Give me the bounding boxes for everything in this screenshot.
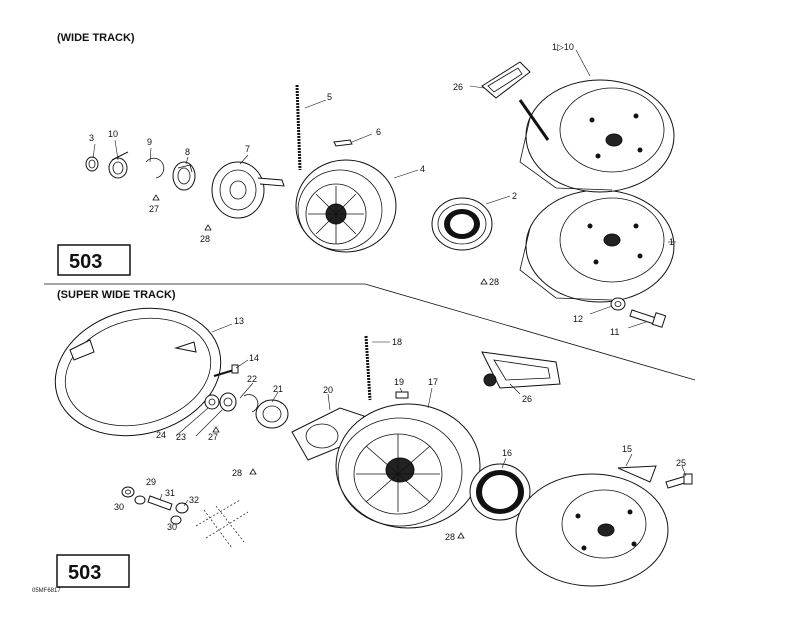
callout-label: 24 — [156, 430, 166, 440]
page-ref-box-bottom: 503 — [56, 554, 130, 588]
callout-label: 3 — [89, 133, 94, 143]
rope-part — [364, 335, 372, 401]
callout-label: 19 — [394, 377, 404, 387]
starter-housing-part — [519, 189, 675, 303]
page-ref-box-top: 503 — [57, 244, 131, 276]
recoil-spring-part — [469, 463, 531, 521]
page-ref-number: 503 — [69, 251, 102, 273]
callout-label: 2 — [512, 191, 517, 201]
callout-label: 28 — [232, 468, 242, 478]
section-title-super-wide-track: (SUPER WIDE TRACK) — [57, 289, 176, 301]
key-part — [395, 391, 409, 399]
starter-handle-part — [481, 351, 561, 389]
callout-label: 28 — [489, 277, 499, 287]
washer-part — [134, 495, 146, 505]
lubricant-drop-icon — [212, 426, 465, 539]
pawl-part — [255, 399, 289, 429]
bolt-part — [665, 473, 693, 489]
starter-housing-part — [515, 465, 669, 587]
spring-clip-part — [219, 392, 237, 412]
callout-label: 30 — [114, 502, 124, 512]
callout-label: 17 — [428, 377, 438, 387]
callout-label: 15 — [622, 444, 632, 454]
c-ring-part — [243, 394, 259, 413]
callout-label: 22 — [247, 374, 257, 384]
callout-label: 5 — [327, 92, 332, 102]
screw-part — [213, 364, 239, 377]
callout-label: 12 — [573, 314, 583, 324]
callout-label: 27 — [149, 204, 159, 214]
callout-label: 32 — [189, 495, 199, 505]
callout-labels-bottom: 13 14 18 22 21 20 19 17 26 24 23 27 28 1… — [114, 316, 686, 542]
callout-label: 23 — [176, 432, 186, 442]
washer-part — [610, 297, 626, 311]
sleeve-part — [147, 495, 173, 511]
key-part — [333, 139, 353, 147]
callout-labels-top: 1▷10 26 5 6 3 10 9 8 7 4 2 1 27 28 28 12… — [89, 42, 674, 337]
callout-label: 28 — [200, 234, 210, 244]
mounting-template-outline — [195, 499, 249, 549]
recoil-spring-part — [431, 197, 493, 251]
callout-label: 18 — [392, 337, 402, 347]
retainer-ring-part — [85, 156, 99, 172]
lubricant-drop-icon — [152, 194, 488, 285]
retainer-ring-part — [204, 394, 220, 410]
rope-pulley-part — [335, 403, 481, 529]
cover-ring-part — [54, 307, 222, 437]
callout-label: 14 — [249, 353, 259, 363]
callout-label: 9 — [147, 137, 152, 147]
callout-label: 1 — [669, 237, 674, 247]
bolt-part — [629, 309, 667, 328]
callout-label: 31 — [165, 488, 175, 498]
pulley-hub-part — [211, 161, 285, 219]
figure-code: 05MF6817 — [32, 588, 61, 594]
callout-label: 1▷10 — [552, 42, 574, 52]
callout-label: 27 — [208, 432, 218, 442]
callout-label: 29 — [146, 477, 156, 487]
callout-label: 11 — [610, 327, 619, 337]
starter-assembly-part — [481, 61, 675, 193]
callout-label: 4 — [420, 164, 425, 174]
section-title-wide-track: (WIDE TRACK) — [57, 32, 135, 44]
bushing-part — [175, 502, 189, 514]
callout-label: 26 — [522, 394, 532, 404]
rope-part — [295, 84, 302, 171]
callout-label: 7 — [245, 144, 250, 154]
pawl-part — [172, 161, 196, 191]
washer-part — [170, 515, 182, 525]
callout-leaders — [92, 49, 687, 507]
callout-label: 16 — [502, 448, 512, 458]
callout-label: 25 — [676, 458, 686, 468]
callout-label: 30 — [167, 522, 177, 532]
page-ref-number: 503 — [68, 562, 101, 584]
callout-label: 10 — [108, 129, 118, 139]
callout-label: 21 — [273, 384, 283, 394]
c-ring-part — [145, 157, 165, 179]
callout-label: 28 — [445, 532, 455, 542]
callout-label: 8 — [185, 147, 190, 157]
callout-label: 26 — [453, 82, 463, 92]
callout-label: 20 — [323, 385, 333, 395]
nut-part — [121, 486, 135, 498]
spring-clip-part — [108, 151, 129, 179]
callout-label: 6 — [376, 127, 381, 137]
callout-label: 13 — [234, 316, 244, 326]
rope-pulley-part — [295, 159, 397, 253]
section-divider — [44, 283, 696, 381]
